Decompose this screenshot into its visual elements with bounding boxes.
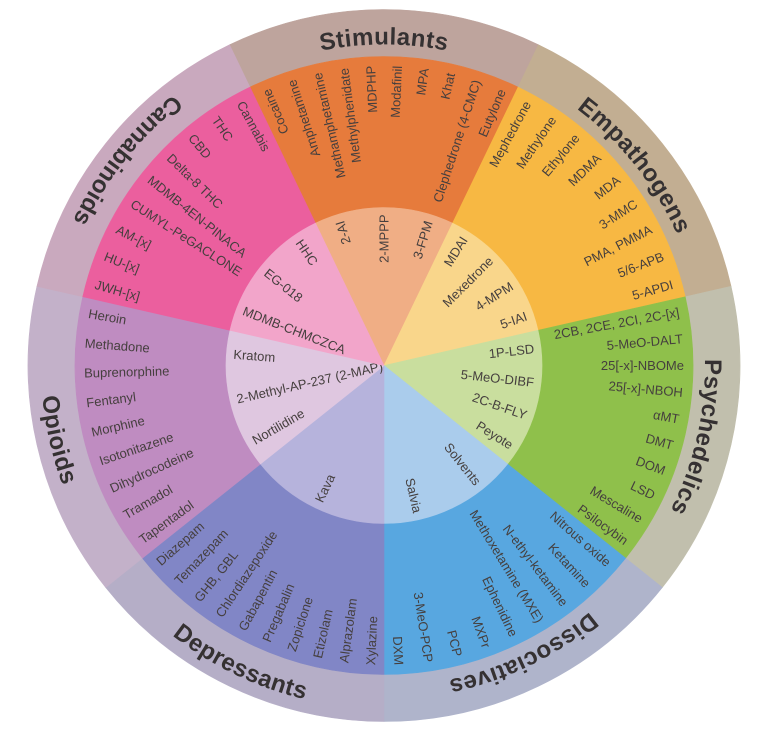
psychedelics-substance-label: 25[-x]-NBOH bbox=[608, 378, 683, 400]
opioids-inner-substance-label: Kratom bbox=[233, 347, 276, 365]
segment-opioids: OpioidsTapentadolTramadolDihydrocodeineI… bbox=[27, 285, 385, 588]
psychedelics-substance-label: 25[-x]-NBOMe bbox=[601, 358, 684, 373]
psychedelics-substance-label: DMT bbox=[644, 431, 675, 453]
stimulants-substance-label: MDPHP bbox=[363, 65, 380, 113]
stimulants-substance-label: Khat bbox=[438, 71, 459, 101]
psychedelics-inner-substance-label: 1P-LSD bbox=[488, 341, 535, 361]
stimulants-substance-label: MPA bbox=[413, 67, 432, 96]
psychedelics-substance-label: αMT bbox=[652, 407, 681, 426]
cannabinoids-inner-wedge bbox=[229, 222, 385, 366]
dissociatives-substance-label: DXM bbox=[390, 636, 406, 666]
segment-stimulants: StimulantsCocaineAmphetamineMethamphetam… bbox=[229, 9, 539, 366]
opioids-substance-label: Buprenorphine bbox=[84, 363, 170, 380]
opioids-substance-label: Heroin bbox=[87, 306, 127, 327]
opioids-substance-label: Fentanyl bbox=[85, 389, 136, 410]
stimulants-inner-substance-label: 2-MPPP bbox=[377, 215, 392, 263]
opioids-substance-label: Methadone bbox=[84, 336, 150, 356]
stimulants-inner-substance-label: 2-AI bbox=[332, 219, 353, 246]
stimulants-substance-label: Modafinil bbox=[388, 65, 405, 118]
dissociatives-substance-label: PCP bbox=[444, 628, 465, 658]
depressants-substance-label: Xylazine bbox=[363, 616, 380, 666]
psychedelics-substance-label: 5-MeO-DALT bbox=[606, 331, 683, 353]
segment-empathogens: EmpathogensMephedroneMethyloneEthyloneMD… bbox=[383, 44, 732, 366]
